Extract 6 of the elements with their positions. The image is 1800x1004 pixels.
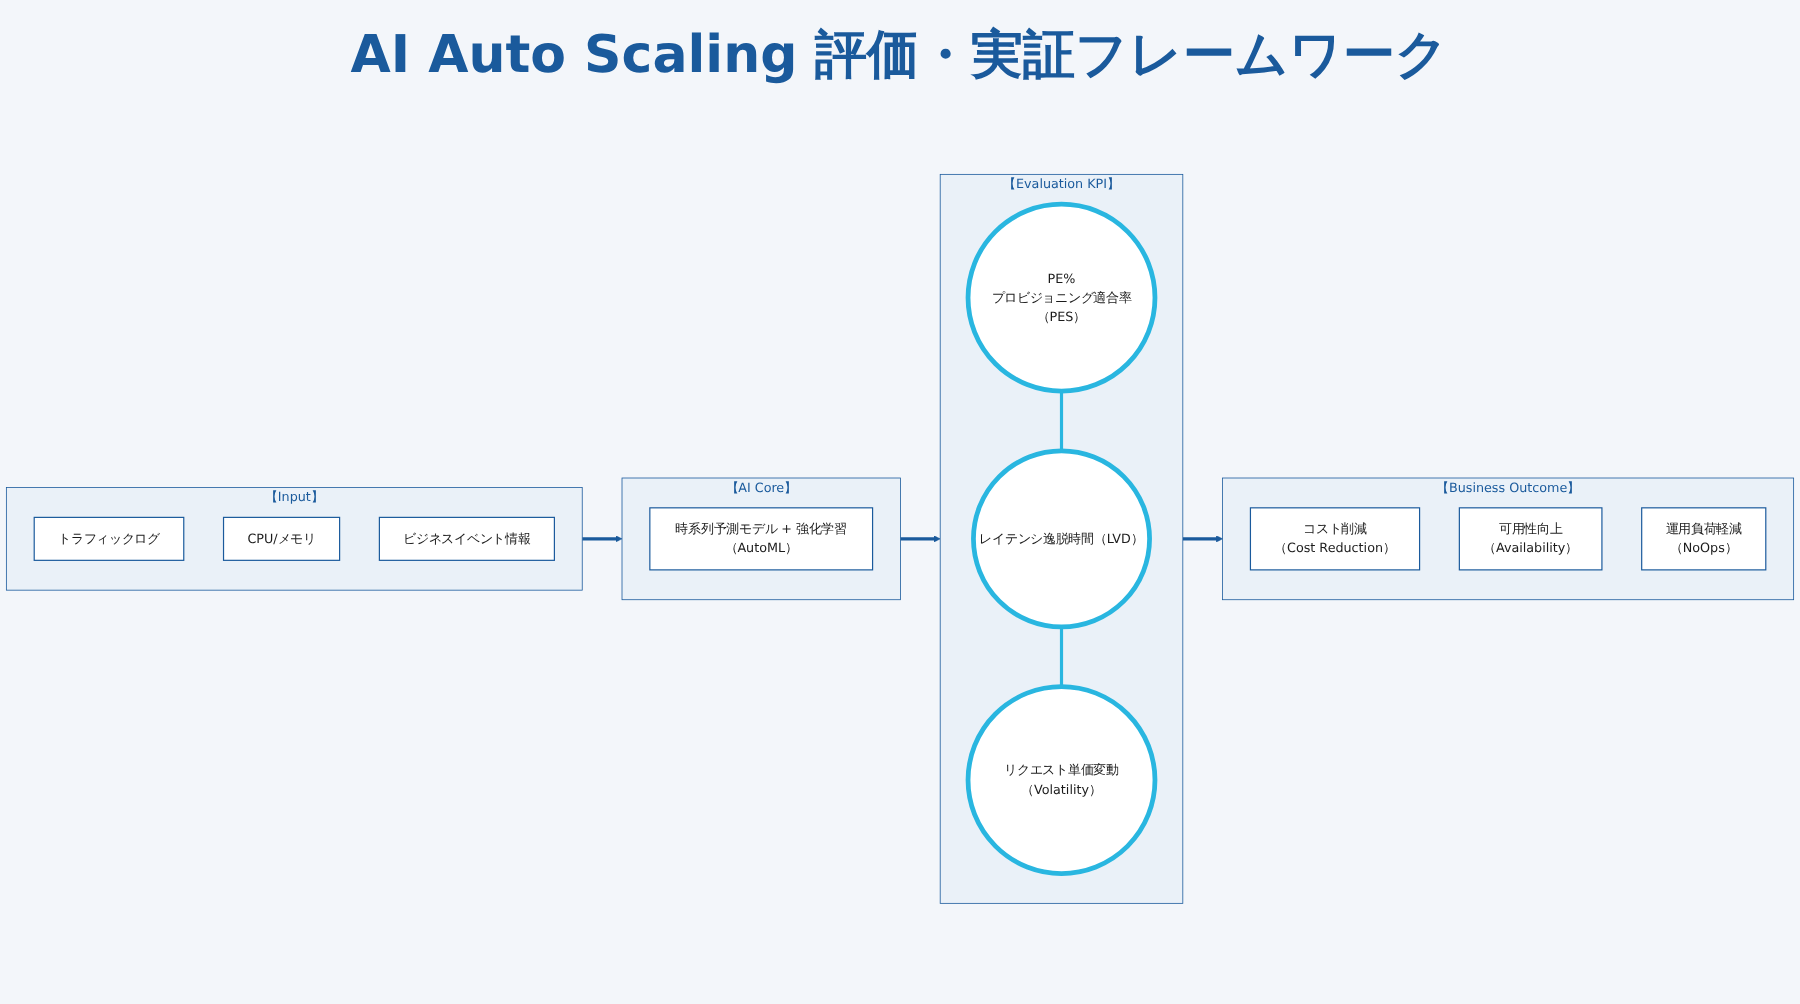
arrow	[582, 534, 623, 542]
connector	[1059, 390, 1064, 450]
connector	[1059, 626, 1064, 686]
title: AI Auto Scaling 評価・実証フレームワーク	[348, 24, 1452, 90]
arrow	[1182, 534, 1223, 542]
arrow	[900, 534, 941, 542]
